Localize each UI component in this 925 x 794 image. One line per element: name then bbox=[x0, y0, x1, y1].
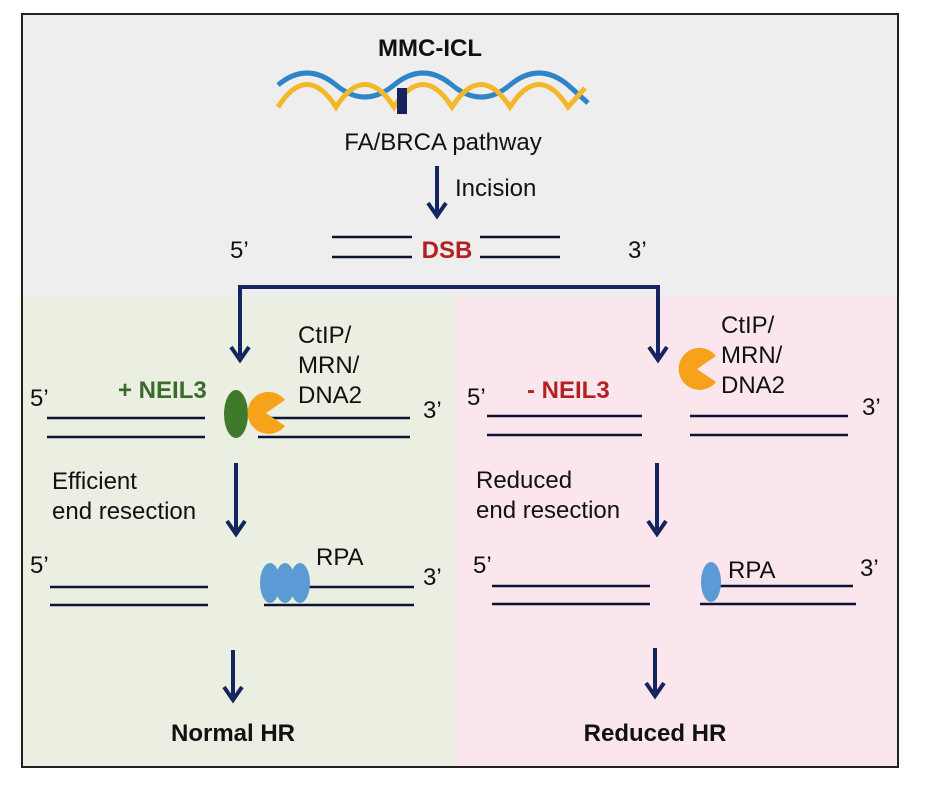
right-resection-label: Reduced end resection bbox=[476, 467, 620, 524]
neil3-positive-label: + NEIL3 bbox=[118, 377, 207, 404]
crosslink-icon bbox=[397, 88, 407, 114]
left-resection-line-1: Efficient bbox=[52, 468, 137, 495]
left-resection-label: Efficient end resection bbox=[52, 468, 196, 525]
dna-helix-icon bbox=[275, 70, 590, 114]
dna-strand-blue bbox=[276, 70, 590, 105]
right-three-prime-2: 3’ bbox=[860, 555, 879, 582]
right-resection-line-1: Reduced bbox=[476, 467, 572, 494]
broken-dna-top bbox=[332, 235, 560, 259]
left-resection-arrow bbox=[225, 463, 247, 538]
incision-label: Incision bbox=[455, 175, 536, 202]
right-complex-label: CtIP/ MRN/ DNA2 bbox=[721, 312, 789, 399]
right-complex-line-3: DNA2 bbox=[721, 372, 785, 399]
left-five-prime-2: 5’ bbox=[30, 552, 49, 579]
left-outcome-arrow bbox=[222, 650, 244, 704]
neil3-negative-label: - NEIL3 bbox=[527, 377, 610, 404]
left-five-prime: 5’ bbox=[30, 385, 49, 412]
right-resection-arrow bbox=[646, 463, 668, 538]
ctip-complex-icon-right bbox=[678, 347, 716, 390]
left-complex-line-2: MRN/ bbox=[298, 352, 360, 379]
left-complex-label: CtIP/ MRN/ DNA2 bbox=[298, 322, 366, 409]
incision-arrow bbox=[426, 166, 448, 220]
left-three-prime: 3’ bbox=[423, 397, 442, 424]
right-resected-dna bbox=[492, 584, 856, 606]
left-outcome-label: Normal HR bbox=[171, 720, 295, 747]
left-three-prime-2: 3’ bbox=[423, 564, 442, 591]
right-rpa-label: RPA bbox=[728, 557, 776, 584]
left-dna-ends bbox=[47, 416, 410, 439]
right-complex-line-2: MRN/ bbox=[721, 342, 783, 369]
left-complex-line-1: CtIP/ bbox=[298, 322, 352, 349]
right-five-prime-2: 5’ bbox=[473, 552, 492, 579]
ctip-complex-icon bbox=[247, 391, 285, 434]
right-resection-line-2: end resection bbox=[476, 497, 620, 524]
rpa-protein-icon-right bbox=[701, 562, 721, 602]
top-panel bbox=[22, 14, 898, 297]
right-outcome-arrow bbox=[644, 648, 666, 700]
top-five-prime: 5’ bbox=[230, 237, 249, 264]
right-five-prime: 5’ bbox=[467, 384, 486, 411]
left-resected-dna bbox=[50, 585, 414, 607]
left-complex-line-3: DNA2 bbox=[298, 382, 362, 409]
neil3-protein-icon bbox=[224, 390, 248, 438]
top-three-prime: 3’ bbox=[628, 237, 647, 264]
dna-strand-yellow bbox=[275, 82, 587, 112]
right-dna-ends bbox=[487, 414, 848, 437]
right-complex-line-1: CtIP/ bbox=[721, 312, 775, 339]
right-panel bbox=[455, 297, 898, 767]
pathway-label: FA/BRCA pathway bbox=[344, 129, 541, 156]
right-three-prime: 3’ bbox=[862, 394, 881, 421]
branch-arrow bbox=[229, 285, 669, 364]
icl-title: MMC-ICL bbox=[378, 35, 482, 62]
left-resection-line-2: end resection bbox=[52, 498, 196, 525]
rpa-protein-icon bbox=[260, 563, 310, 603]
dsb-label: DSB bbox=[422, 237, 473, 264]
left-rpa-label: RPA bbox=[316, 544, 364, 571]
figure-border bbox=[21, 13, 899, 768]
right-outcome-label: Reduced HR bbox=[584, 720, 727, 747]
